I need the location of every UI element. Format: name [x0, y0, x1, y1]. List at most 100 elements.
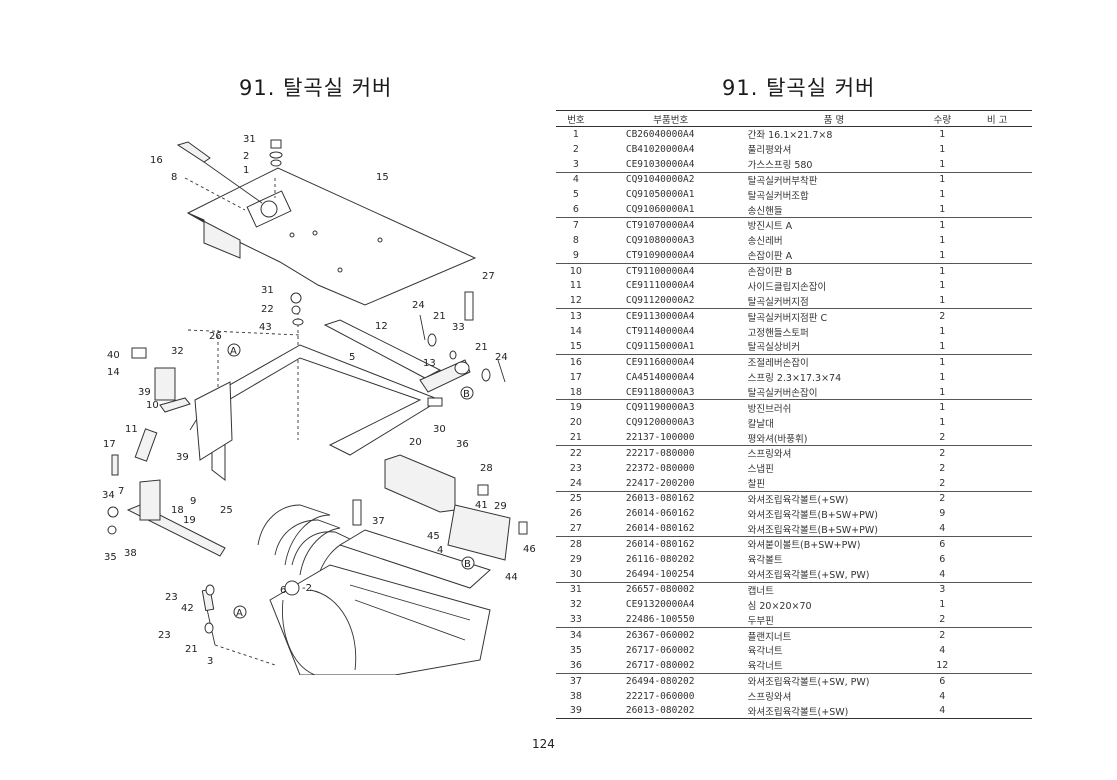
part-name: 칼날대	[747, 418, 774, 430]
marker-A: A	[230, 346, 237, 357]
part-index: 4	[556, 171, 596, 188]
part-name: 탈곡실커버지점	[747, 296, 809, 308]
part-qty: 1	[939, 158, 946, 170]
callout-39b: 39	[176, 452, 189, 463]
part-qty: 2	[922, 308, 963, 324]
part-name: 방진시트 A	[745, 217, 923, 233]
part-remarks	[962, 202, 1032, 217]
callout-8: 8	[171, 172, 177, 183]
part-number: CE91030000A4	[625, 158, 695, 170]
callout-6: 6	[280, 585, 286, 596]
callout-14: 14	[107, 367, 120, 378]
marker-B: B	[463, 389, 470, 400]
part-qty: 1	[939, 295, 946, 307]
part-name: 송신레버	[747, 236, 783, 248]
part-index: 6	[572, 204, 579, 216]
part-qty: 4	[939, 644, 946, 656]
part-name: 탈곡실커버손잡이	[747, 388, 818, 400]
part-qty: 1	[939, 280, 946, 292]
part-index: 17	[569, 371, 582, 383]
part-qty: 6	[939, 553, 946, 565]
part-name: 평와셔(바풍휘)	[747, 433, 808, 445]
callout-17: 17	[103, 439, 116, 450]
callout-31b: 31	[261, 285, 274, 296]
part-number: 26494-100254	[625, 568, 695, 580]
part-name: 송신핸들	[747, 205, 783, 217]
part-qty: 1	[939, 143, 946, 155]
part-remarks	[962, 658, 1032, 673]
part-index: 2	[572, 143, 579, 155]
part-number: CQ91200000A3	[625, 417, 695, 429]
header-remarks: 비 고	[962, 110, 1032, 127]
part-remarks	[962, 552, 1032, 567]
part-number: 26116-080202	[625, 553, 695, 565]
part-number: 22217-060000	[625, 690, 695, 702]
part-remarks	[962, 157, 1032, 172]
part-number: 26014-080162	[625, 523, 695, 535]
part-name: 와셔조립육각볼트(+SW)	[745, 703, 923, 720]
part-remarks	[962, 613, 1032, 628]
part-qty: 1	[939, 371, 946, 383]
part-index: 28	[556, 536, 596, 552]
part-remarks	[962, 476, 1032, 491]
part-qty: 2	[939, 614, 946, 626]
part-qty: 1	[922, 171, 963, 188]
part-remarks	[962, 353, 1032, 370]
part-name: 스프링와셔	[747, 692, 792, 704]
callout-13: 13	[423, 358, 436, 369]
part-qty: 2	[939, 462, 946, 474]
part-number: CB26040000A4	[595, 125, 746, 142]
part-name: 풀리평와셔	[747, 145, 792, 157]
part-number: CE91320000A4	[625, 599, 695, 611]
part-name: 육각너트	[747, 661, 783, 673]
machine-body	[269, 564, 491, 675]
part-remarks	[962, 385, 1032, 400]
part-name: 와셔조립육각볼트(B+SW+PW)	[747, 524, 878, 536]
part-name: 스냅핀	[747, 464, 774, 476]
callout-20: 20	[409, 437, 422, 448]
part-index: 8	[572, 234, 579, 246]
part-number: 26013-080162	[595, 490, 746, 507]
part-number: CQ91120000A2	[625, 295, 695, 307]
part-name: 탈곡실커버지점판 C	[745, 308, 923, 324]
header-qty: 수량	[922, 110, 963, 127]
part-number: CT91070000A4	[595, 217, 746, 233]
part-remarks	[962, 171, 1032, 188]
callout-41: 41	[475, 500, 488, 511]
part-qty: 2	[922, 444, 963, 461]
part-remarks	[962, 581, 1032, 598]
header-no: 번호	[556, 110, 596, 127]
callout-24: 24	[412, 300, 425, 311]
callout-33: 33	[452, 322, 465, 333]
part-remarks	[962, 142, 1032, 157]
part-name: 손잡이판 B	[745, 262, 923, 279]
callout-1: 1	[243, 165, 249, 176]
callout-42: 42	[181, 603, 194, 614]
part-qty: 4	[939, 690, 946, 702]
page-title-left: 91. 탈곡실 커버	[239, 76, 393, 100]
reference-markers: A B B A	[227, 343, 475, 619]
part-qty: 1	[939, 189, 946, 201]
part-index: 30	[569, 568, 582, 580]
callout-34: 34	[102, 490, 115, 501]
part-number: 26013-080202	[595, 703, 746, 720]
part-number: 22486-100550	[625, 614, 695, 626]
part-name: 조절레버손잡이	[745, 353, 923, 370]
callout-22: 22	[261, 304, 274, 315]
